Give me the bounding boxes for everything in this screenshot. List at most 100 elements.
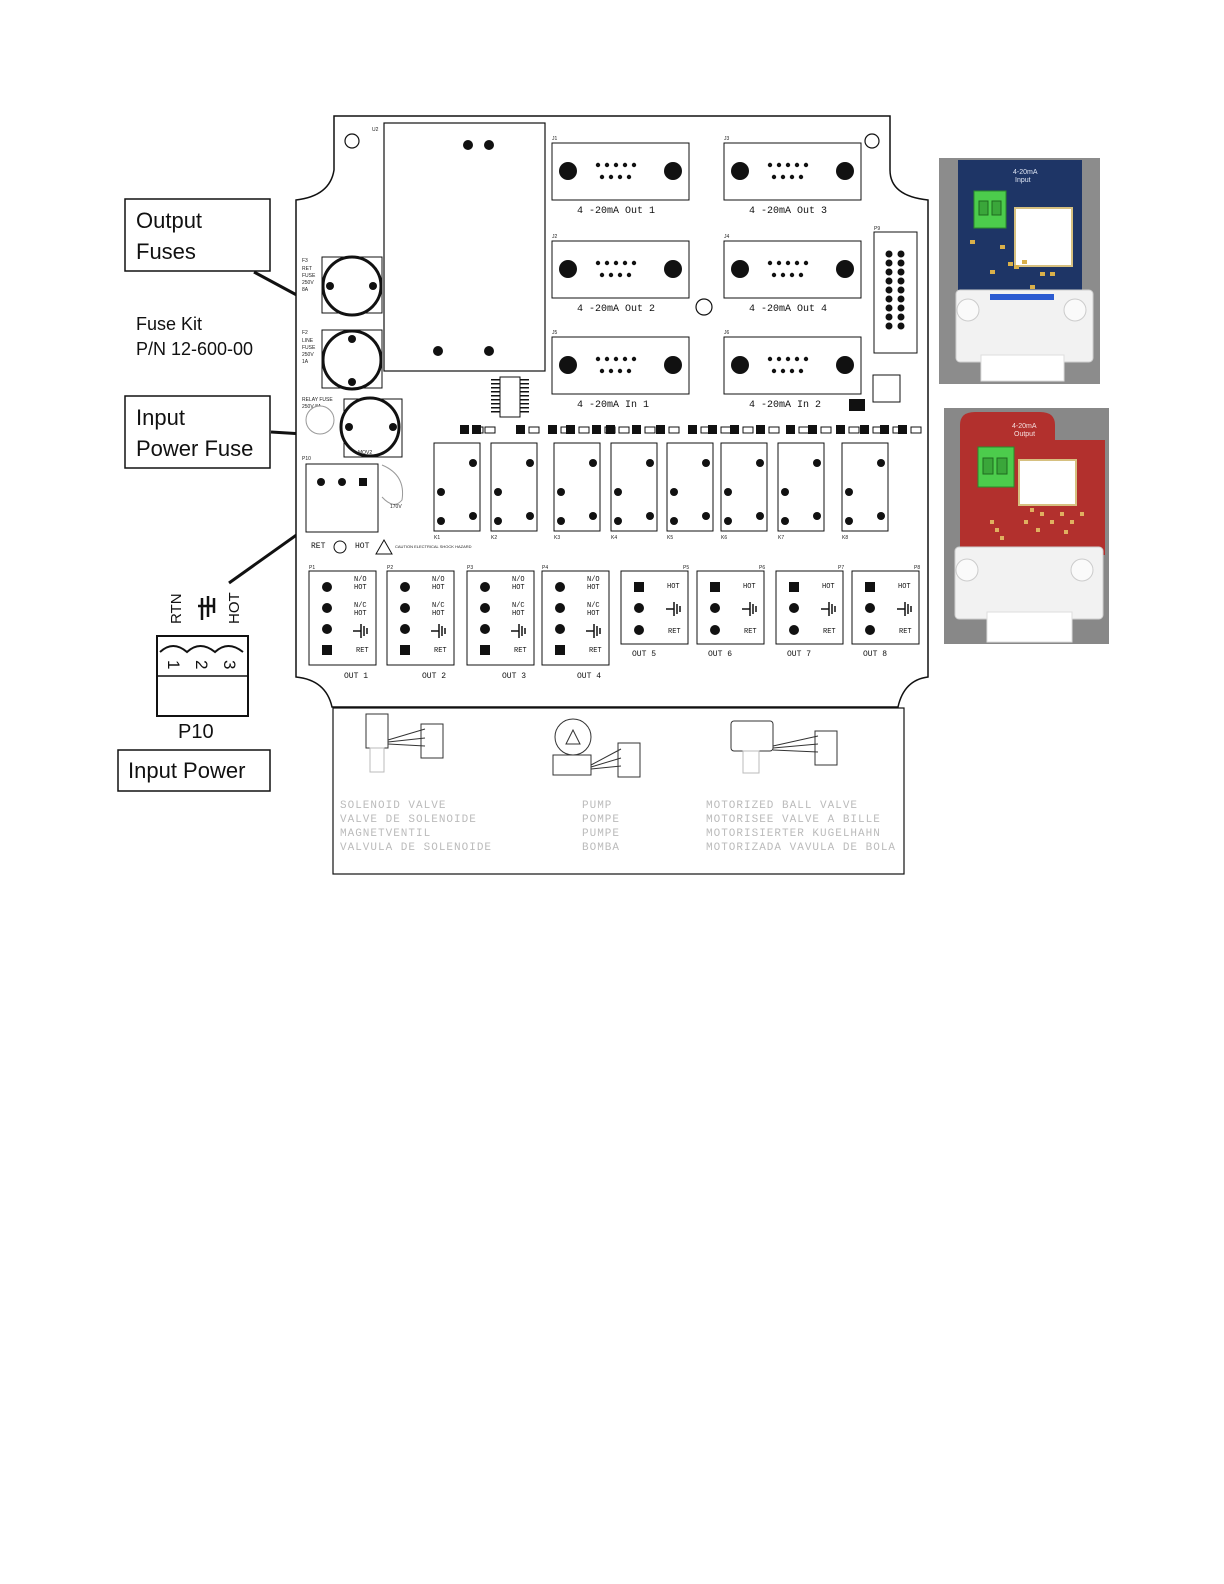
- ground-icon: [431, 624, 446, 638]
- svg-text:Fuse Kit: Fuse Kit: [136, 314, 202, 334]
- header-p9: P9: [873, 226, 918, 354]
- svg-text:RTN: RTN: [168, 593, 185, 624]
- ic-u3: [491, 376, 529, 418]
- svg-text:P10: P10: [302, 456, 311, 462]
- connector-label: 4 -20mA In 1: [577, 400, 649, 411]
- no-hot-label: HOT: [587, 584, 600, 592]
- svg-text:MOTORISIERTER KUGELHAHN: MOTORISIERTER KUGELHAHN: [706, 828, 881, 840]
- svg-text:8A: 8A: [302, 287, 309, 293]
- input-module-render: 4-20mA Input: [939, 158, 1100, 384]
- dsub-connectors: J1 4 -20mA Out 1 J3 4 -20mA Out 3 J2 4 -20mA …: [551, 136, 862, 411]
- regulator-u1: [849, 374, 901, 411]
- relay-k1: K1: [433, 442, 481, 541]
- connector-label: 4 -20mA Out 4: [749, 304, 827, 315]
- svg-text:1A: 1A: [302, 359, 309, 365]
- svg-text:MOTORISEE VALVE A BILLE: MOTORISEE VALVE A BILLE: [706, 814, 881, 826]
- connector-ref: J4: [724, 234, 730, 240]
- ground-icon: [897, 602, 912, 616]
- hot-label: HOT: [667, 583, 680, 591]
- fuse-kit-note: Fuse Kit P/N 12-600-00: [136, 314, 253, 359]
- out-label: OUT 3: [502, 672, 526, 681]
- relay-ref: K8: [842, 535, 848, 541]
- relay-ref: K1: [434, 535, 440, 541]
- svg-text:MOTORIZADA VAVULA DE BOLA: MOTORIZADA VAVULA DE BOLA: [706, 842, 896, 854]
- svg-text:FUSE: FUSE: [302, 273, 316, 279]
- connector-ref: J6: [724, 330, 730, 336]
- connector-label: 4 -20mA Out 1: [577, 206, 655, 217]
- transformer-u2: U2: [372, 122, 546, 372]
- relay-ref: K3: [554, 535, 560, 541]
- out-label: OUT 5: [632, 650, 656, 659]
- terminal-ref: P1: [309, 565, 315, 571]
- svg-text:4-20mA: 4-20mA: [1013, 169, 1038, 176]
- svg-text:RET: RET: [311, 542, 326, 551]
- small-components: [460, 425, 922, 434]
- svg-text:P10: P10: [178, 721, 214, 743]
- relay-ref: K5: [667, 535, 673, 541]
- out-label: OUT 2: [422, 672, 446, 681]
- svg-text:P9: P9: [874, 226, 880, 232]
- svg-text:VALVE DE SOLENOIDE: VALVE DE SOLENOIDE: [340, 814, 477, 826]
- svg-text:RELAY FUSE: RELAY FUSE: [302, 397, 333, 403]
- svg-text:MAGNETVENTIL: MAGNETVENTIL: [340, 828, 431, 840]
- svg-text:MOTORIZED BALL VALVE: MOTORIZED BALL VALVE: [706, 800, 858, 812]
- svg-text:CAUTION ELECTRICAL SHOCK HAZAR: CAUTION ELECTRICAL SHOCK HAZARD: [395, 544, 472, 549]
- svg-text:2: 2: [192, 660, 211, 669]
- svg-text:170V: 170V: [390, 504, 402, 510]
- output-module-render: 4-20mA Output: [944, 408, 1109, 644]
- connector-ref: J2: [552, 234, 558, 240]
- no-label: N/O: [587, 576, 600, 584]
- terminal-ref: P4: [542, 565, 548, 571]
- svg-text:Output: Output: [136, 208, 202, 233]
- terminal-ref: P8: [914, 565, 920, 571]
- relay-k2: K2: [490, 442, 538, 541]
- nc-hot-label: HOT: [354, 610, 367, 618]
- svg-text:PUMPE: PUMPE: [582, 828, 620, 840]
- hot-label: HOT: [822, 583, 835, 591]
- dsub-connector-j1: J1 4 -20mA Out 1: [551, 136, 690, 217]
- terminal-ref: P6: [759, 565, 765, 571]
- device-legend-panel: SOLENOID VALVE VALVE DE SOLENOIDE MAGNET…: [332, 707, 905, 875]
- relay-ref: K7: [778, 535, 784, 541]
- ground-icon: [821, 602, 836, 616]
- terminal-ref: P5: [683, 565, 689, 571]
- connector-ref: J1: [552, 136, 558, 142]
- connector-label: 4 -20mA Out 2: [577, 304, 655, 315]
- ret-label: RET: [823, 628, 836, 636]
- svg-text:PUMP: PUMP: [582, 800, 612, 812]
- ret-label: RET: [356, 647, 369, 655]
- svg-text:RET: RET: [302, 266, 312, 272]
- dsub-connector-j2: J2 4 -20mA Out 2: [551, 234, 690, 315]
- relay-k7: K7: [777, 442, 825, 541]
- ground-icon: [511, 624, 526, 638]
- nc-label: N/C: [512, 602, 525, 610]
- no-label: N/O: [354, 576, 367, 584]
- svg-text:Input: Input: [1015, 177, 1031, 184]
- svg-text:Output: Output: [1014, 431, 1035, 438]
- connector-ref: J3: [724, 136, 730, 142]
- ground-symbol-icon: [198, 596, 216, 620]
- output-fuses-callout: Output Fuses: [124, 198, 271, 272]
- connector-label: 4 -20mA Out 3: [749, 206, 827, 217]
- out-label: OUT 8: [863, 650, 887, 659]
- no-label: N/O: [512, 576, 525, 584]
- svg-text:HOT: HOT: [355, 542, 370, 551]
- svg-text:250V: 250V: [302, 352, 314, 358]
- svg-text:VALVULA DE SOLENOIDE: VALVULA DE SOLENOIDE: [340, 842, 492, 854]
- svg-text:1: 1: [164, 660, 183, 669]
- fuse-f1-relay: RELAY FUSE 250V 8A MOV2: [302, 396, 403, 458]
- out-label: OUT 6: [708, 650, 732, 659]
- svg-text:Input: Input: [136, 405, 185, 430]
- ground-icon: [742, 602, 757, 616]
- relay-k5: K5: [666, 442, 714, 541]
- input-power-fuse-callout: Input Power Fuse: [124, 395, 271, 469]
- terminal-ref: P2: [387, 565, 393, 571]
- relay-k6: K6: [720, 442, 768, 541]
- svg-text:250V: 250V: [302, 280, 314, 286]
- mounting-hole: [344, 133, 360, 149]
- svg-text:250V 8A: 250V 8A: [302, 404, 322, 410]
- pump-icon: [552, 718, 641, 778]
